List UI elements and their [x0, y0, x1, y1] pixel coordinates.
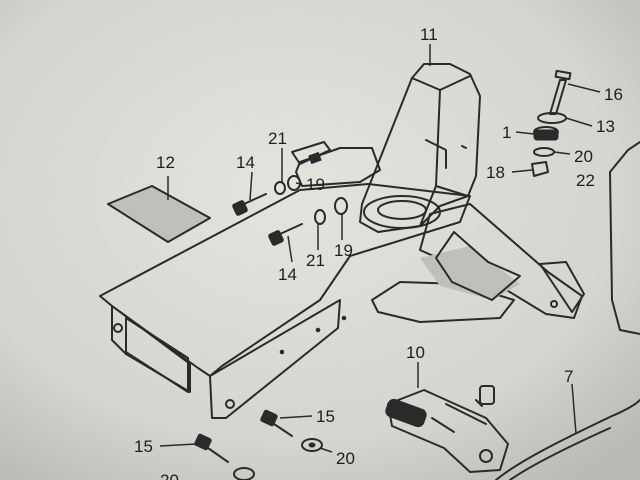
callout-14-lower: 14 — [278, 265, 297, 284]
callout-11: 11 — [420, 25, 438, 44]
leader-lines — [159, 44, 601, 453]
part-10-switch — [385, 385, 509, 473]
callout-22: 22 — [576, 171, 595, 190]
callout-21-upper: 21 — [268, 129, 287, 148]
callout-15-left: 15 — [134, 437, 153, 456]
washer-19-lower — [334, 197, 348, 215]
adjacent-part-edge — [609, 141, 640, 335]
callout-14-upper: 14 — [236, 153, 255, 172]
bolt-14-upper — [232, 193, 267, 216]
callout-1: 1 — [502, 123, 511, 142]
callout-13: 13 — [596, 117, 615, 136]
callout-7: 7 — [564, 367, 573, 386]
main-frame-bracket — [99, 141, 585, 419]
callout-10: 10 — [406, 343, 425, 362]
bolt-14-lower — [268, 223, 303, 246]
washer-20-right — [301, 438, 323, 452]
callout-20-right: 20 — [574, 147, 593, 166]
callout-12: 12 — [156, 153, 175, 172]
bolt-15-right — [260, 409, 293, 437]
part-12-label-sheet — [107, 185, 211, 243]
callout-15-right: 15 — [316, 407, 335, 426]
callout-18: 18 — [486, 163, 505, 182]
callout-20-bottom: 20 — [336, 449, 355, 468]
callout-16: 16 — [604, 85, 623, 104]
washer-21-lower — [314, 209, 326, 225]
washer-21-upper — [274, 181, 286, 195]
part-11-upright-post — [359, 63, 481, 233]
part-7-cable — [495, 399, 640, 480]
washer-20-bottom-left — [233, 467, 255, 480]
callout-19-upper: 19 — [306, 175, 325, 194]
callout-19-lower: 19 — [334, 241, 353, 260]
bolt-15-left — [194, 433, 229, 463]
callout-20-bottom-left: 20 — [160, 471, 179, 480]
callout-21-lower: 21 — [306, 251, 325, 270]
